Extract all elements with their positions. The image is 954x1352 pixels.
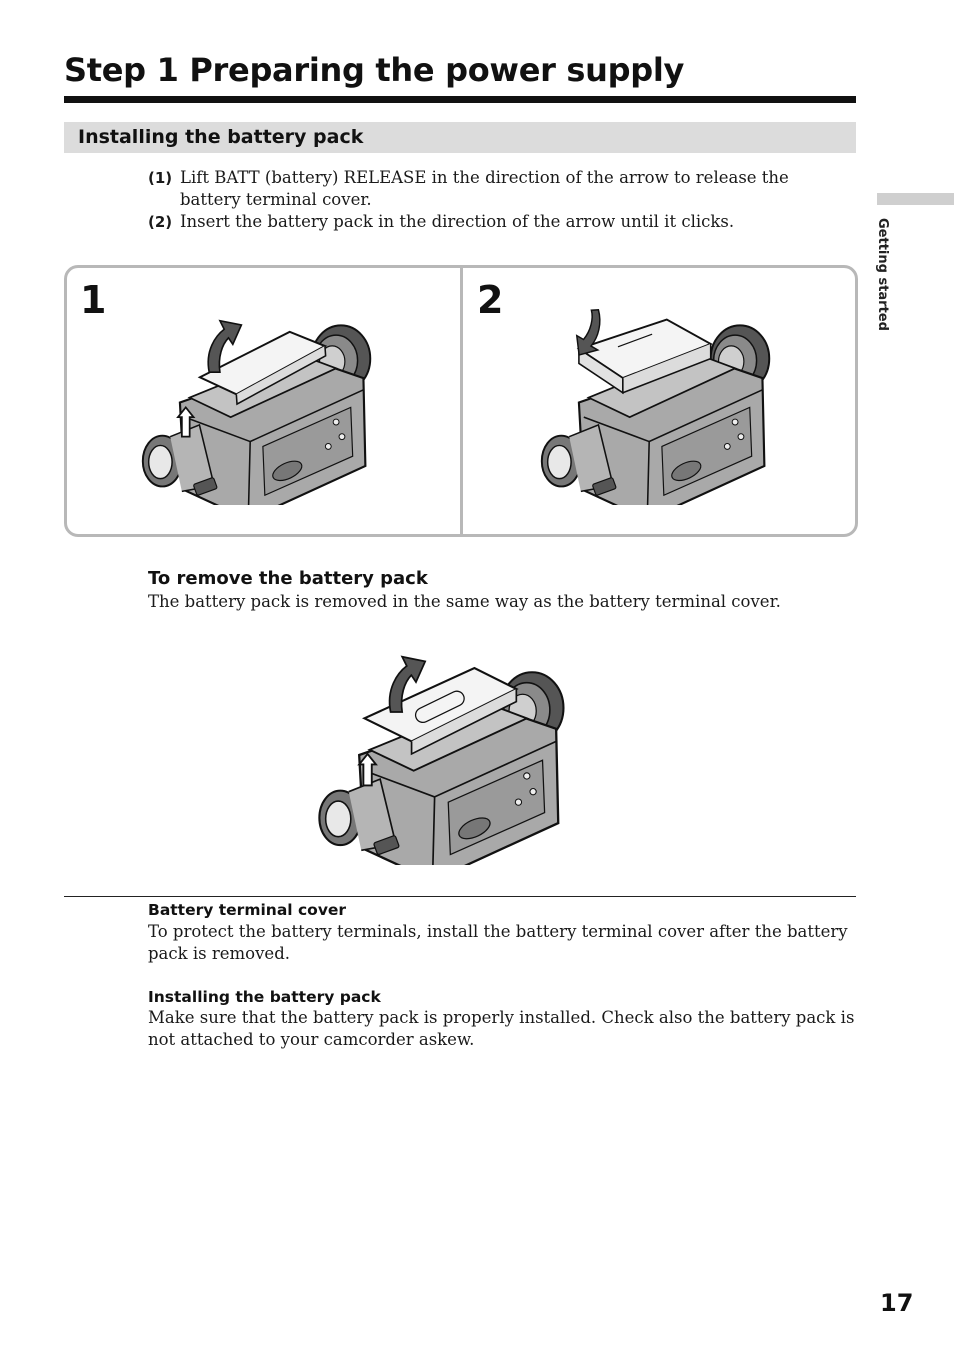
illustration-lift-terminal-cover	[141, 319, 372, 505]
step-number: (2)	[148, 213, 173, 231]
battery-pack-icon	[576, 318, 713, 395]
instruction-steps: (1) Lift BATT (battery) RELEASE in the d…	[148, 167, 838, 233]
illustration-remove-battery	[318, 655, 565, 865]
section-header-bar	[64, 122, 856, 153]
note-heading-installing: Installing the battery pack	[148, 988, 381, 1006]
section-title: Installing the battery pack	[78, 126, 364, 148]
page-number: 17	[880, 1289, 914, 1317]
note-text-installing: Make sure that the battery pack is prope…	[148, 1008, 855, 1049]
step-text: Lift BATT (battery) RELEASE in the direc…	[180, 168, 789, 209]
panel-number-2: 2	[477, 278, 504, 322]
note-heading-terminal-cover: Battery terminal cover	[148, 901, 347, 919]
step-1: (1) Lift BATT (battery) RELEASE in the d…	[148, 167, 838, 211]
step-2: (2) Insert the battery pack in the direc…	[148, 211, 838, 233]
step-text: Insert the battery pack in the direction…	[180, 212, 735, 231]
figure-divider	[460, 268, 463, 534]
chapter-tab	[877, 193, 954, 205]
chapter-label: Getting started	[875, 218, 890, 331]
notes-divider	[64, 896, 856, 897]
remove-heading: To remove the battery pack	[148, 568, 428, 589]
note-text-terminal-cover: To protect the battery terminals, instal…	[148, 922, 848, 963]
panel-number-1: 1	[80, 278, 107, 322]
arrow-down-icon	[575, 308, 601, 356]
battery-pack-icon	[361, 666, 519, 756]
page-title: Step 1 Preparing the power supply	[64, 51, 685, 89]
step-number: (1)	[148, 169, 173, 187]
title-underline	[64, 96, 856, 103]
remove-text: The battery pack is removed in the same …	[148, 592, 781, 611]
illustration-insert-battery	[540, 308, 771, 505]
